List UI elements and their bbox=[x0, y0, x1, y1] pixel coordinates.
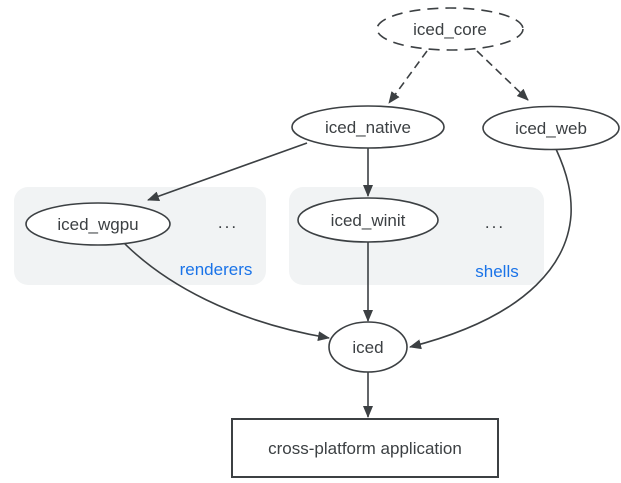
shells-ellipsis: ... bbox=[485, 213, 505, 232]
node-application bbox=[231, 418, 499, 478]
node-iced-core-label: iced_core bbox=[413, 20, 487, 39]
node-iced-native-label: iced_native bbox=[325, 118, 411, 137]
node-iced-native bbox=[291, 105, 445, 149]
renderers-ellipsis: ... bbox=[218, 213, 238, 232]
group-renderers-label: renderers bbox=[180, 260, 253, 279]
node-iced-web bbox=[482, 105, 620, 151]
node-iced-winit-label: iced_winit bbox=[331, 211, 406, 230]
node-application-label: cross-platform application bbox=[268, 439, 462, 458]
group-shells-label: shells bbox=[475, 262, 518, 281]
edge-core-to-native bbox=[388, 50, 428, 104]
node-iced-label: iced bbox=[352, 338, 383, 357]
edge-native-to-wgpu bbox=[147, 142, 308, 201]
edge-wgpu-to-iced bbox=[120, 239, 330, 342]
node-iced-winit bbox=[297, 197, 439, 243]
edge-web-to-iced bbox=[409, 148, 572, 350]
node-iced-core bbox=[376, 7, 524, 51]
node-iced bbox=[328, 321, 408, 373]
node-iced-wgpu-label: iced_wgpu bbox=[57, 215, 138, 234]
node-iced-wgpu bbox=[25, 202, 171, 246]
edge-core-to-web bbox=[476, 50, 529, 101]
node-iced-web-label: iced_web bbox=[515, 119, 587, 138]
